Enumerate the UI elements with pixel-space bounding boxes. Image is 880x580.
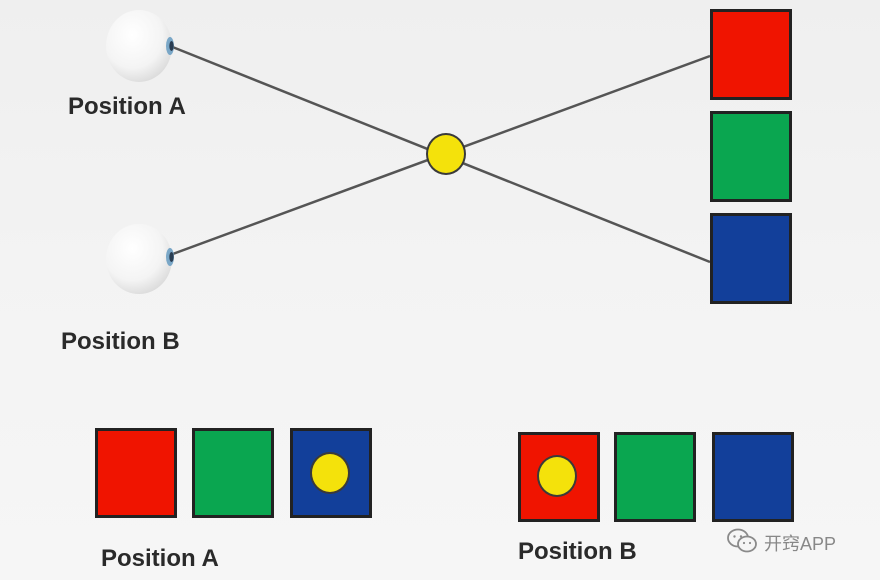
label-position-b-top: Position B xyxy=(61,328,180,355)
yellow-dot-crossing xyxy=(426,133,466,175)
watermark-text: 开窍APP xyxy=(764,534,837,554)
label-position-a-top: Position A xyxy=(68,93,186,120)
square-green-right xyxy=(710,111,792,202)
yellow-dot-bottom-a xyxy=(310,452,350,494)
eye-a-icon xyxy=(104,8,176,84)
square-blue-bottom-b xyxy=(712,432,794,522)
yellow-dot-bottom-b xyxy=(537,455,577,497)
wechat-icon xyxy=(726,527,758,560)
square-green-bottom-b xyxy=(614,432,696,522)
square-blue-right xyxy=(710,213,792,304)
watermark: 开窍APP xyxy=(726,528,836,558)
square-green-bottom-a xyxy=(192,428,274,518)
eye-b-icon xyxy=(104,222,176,296)
square-red-bottom-a xyxy=(95,428,177,518)
square-red-right xyxy=(710,9,792,100)
label-position-a-bottom: Position A xyxy=(101,545,219,572)
label-position-b-bottom: Position B xyxy=(518,538,637,565)
